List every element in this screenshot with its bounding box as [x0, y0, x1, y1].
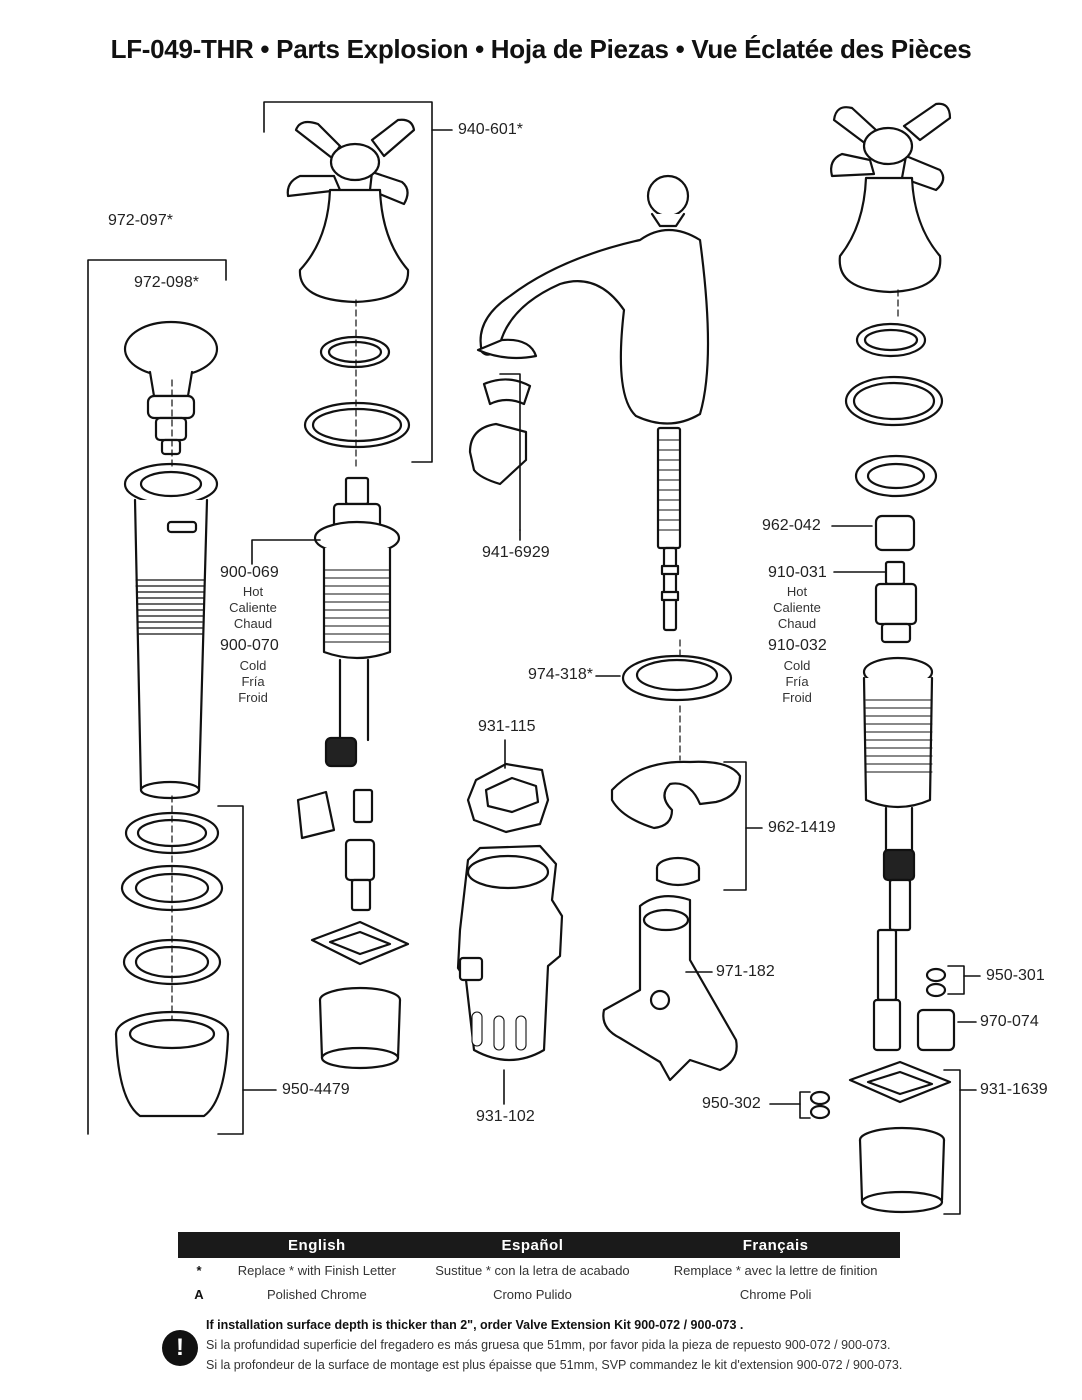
legend-spacer [178, 1232, 220, 1258]
legend-header-french: Français [651, 1232, 900, 1258]
label-974-318: 974-318* [528, 666, 593, 683]
legend-key: * [196, 1262, 202, 1278]
label-hot-es-right: Caliente [773, 600, 821, 615]
right-handle-assembly [809, 102, 956, 1214]
legend-row: * Replace * with Finish Letter Sustitue … [178, 1258, 900, 1282]
legend-cell-es: Sustitue * con la letra de acabado [435, 1262, 630, 1278]
label-hot-en: Hot [242, 584, 264, 599]
label-cold-es-right: Fría [785, 674, 809, 689]
spout-assembly [468, 174, 733, 761]
label-941-6929: 941-6929 [482, 544, 550, 561]
label-cold-fr: Froid [238, 690, 268, 705]
spout-mounting [602, 760, 742, 1082]
label-931-102: 931-102 [476, 1108, 535, 1125]
label-962-042: 962-042 [762, 517, 821, 534]
drain-assembly [114, 320, 230, 1118]
notice-english: If installation surface depth is thicker… [206, 1318, 744, 1332]
legend-cell-fr: Remplace * avec la lettre de finition [673, 1262, 878, 1278]
finish-legend-table: English Español Français * Replace * wit… [178, 1232, 900, 1306]
label-931-1639: 931-1639 [980, 1081, 1048, 1098]
legend-key: A [194, 1286, 204, 1302]
legend-cell-es: Cromo Pulido [493, 1286, 572, 1302]
legend-row: A Polished Chrome Cromo Pulido Chrome Po… [178, 1282, 900, 1306]
label-962-1419: 962-1419 [768, 819, 836, 836]
label-900-069: 900-069 [220, 564, 279, 581]
label-931-115: 931-115 [478, 718, 536, 735]
callout-brackets [87, 101, 981, 1215]
label-cold-fr-right: Froid [782, 690, 812, 705]
label-971-182: 971-182 [716, 963, 775, 980]
legend-cell-fr: Chrome Poli [739, 1286, 812, 1302]
label-972-098: 972-098* [134, 274, 199, 291]
label-cold-es: Fría [241, 674, 265, 689]
label-hot-en-right: Hot [786, 584, 808, 599]
label-950-302: 950-302 [702, 1095, 761, 1112]
left-handle-assembly [286, 118, 416, 1070]
legend-header-english: English [220, 1232, 414, 1258]
page-title: LF-049-THR • Parts Explosion • Hoja de P… [110, 34, 972, 64]
label-hot-es: Caliente [229, 600, 277, 615]
label-hot-fr-right: Chaud [777, 616, 817, 631]
label-cold-en: Cold [239, 658, 267, 673]
label-910-032: 910-032 [768, 637, 827, 654]
label-hot-fr: Chaud [233, 616, 273, 631]
legend-header-row: English Español Français [178, 1232, 900, 1258]
label-972-097: 972-097* [108, 212, 173, 229]
label-950-301: 950-301 [986, 967, 1045, 984]
label-940-601: 940-601* [458, 121, 523, 138]
label-900-070: 900-070 [220, 637, 279, 654]
notice-french: Si la profondeur de la surface de montag… [206, 1358, 903, 1372]
warning-icon: ! [162, 1330, 198, 1366]
label-950-4479: 950-4479 [282, 1081, 350, 1098]
label-910-031: 910-031 [768, 564, 827, 581]
legend-cell-en: Replace * with Finish Letter [237, 1262, 396, 1278]
notice-spanish: Si la profundidad superficie del fregade… [206, 1338, 891, 1352]
label-970-074: 970-074 [980, 1013, 1039, 1030]
legend-header-spanish: Español [413, 1232, 652, 1258]
center-valve-body [456, 762, 564, 1061]
label-cold-en-right: Cold [783, 658, 811, 673]
legend-cell-en: Polished Chrome [267, 1286, 367, 1302]
